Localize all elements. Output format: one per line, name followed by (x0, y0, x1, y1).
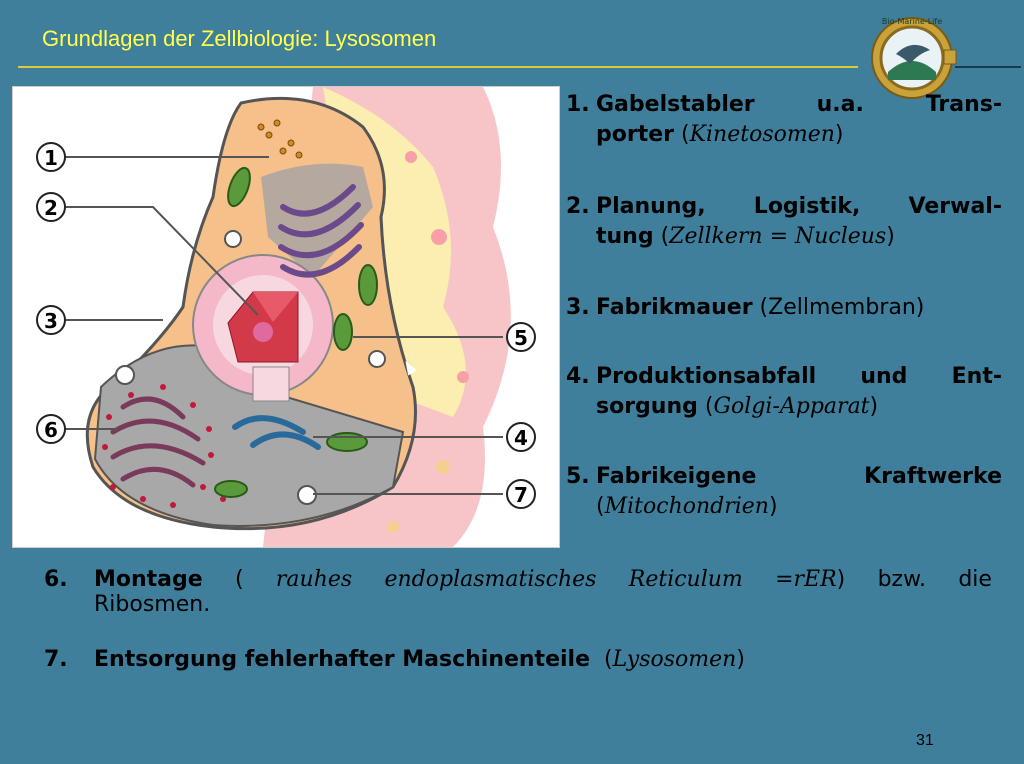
title-underline (18, 66, 858, 68)
page-number: 31 (916, 732, 934, 749)
svg-text:2: 2 (44, 196, 58, 220)
title-underline-right (955, 66, 1021, 68)
svg-text:6: 6 (44, 418, 58, 442)
callout-7: 7 (506, 479, 536, 509)
svg-text:4: 4 (514, 426, 528, 450)
bio-marine-life-logo: Bio-Marine-Life (866, 10, 960, 104)
callout-1: 1 (36, 142, 66, 172)
callout-6: 6 (36, 414, 66, 444)
svg-text:3: 3 (44, 309, 58, 333)
cell-diagram: 1 2 3 4 5 6 7 (12, 86, 560, 548)
callout-3: 3 (36, 305, 66, 335)
item-number: 7. (44, 647, 68, 672)
callout-4: 4 (506, 422, 536, 452)
svg-text:7: 7 (514, 483, 528, 507)
logo-text: Bio-Marine-Life (882, 17, 942, 26)
svg-text:5: 5 (514, 326, 528, 350)
svg-text:1: 1 (44, 146, 58, 170)
item-number: 6. (44, 567, 68, 592)
item-number: 1. (566, 92, 590, 117)
item-number: 5. (566, 464, 590, 489)
callout-2: 2 (36, 192, 66, 222)
item-number: 2. (566, 194, 590, 219)
slide-title: Grundlagen der Zellbiologie: Lysosomen (42, 26, 437, 51)
item-number: 4. (566, 364, 590, 389)
callout-5: 5 (506, 322, 536, 352)
item-number: 3. (566, 295, 590, 320)
